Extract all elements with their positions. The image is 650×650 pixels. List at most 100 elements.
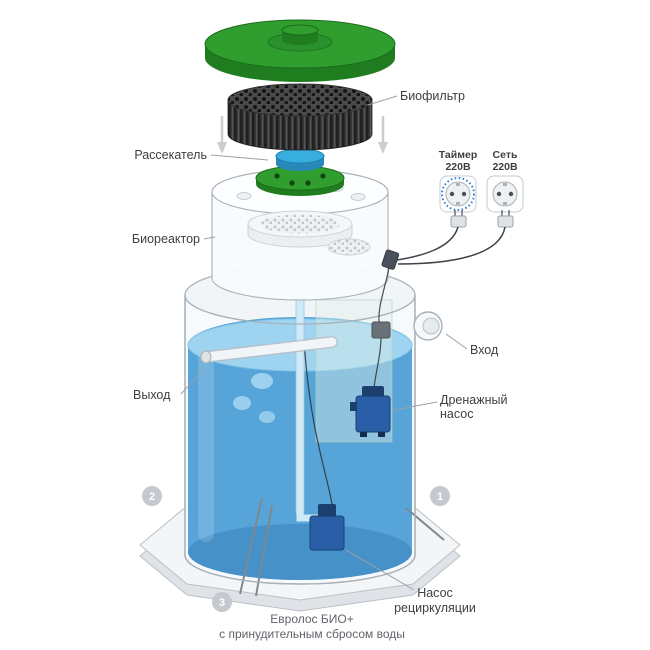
green-disc-side: [256, 178, 344, 196]
biofilter: [227, 83, 373, 151]
plug-body: [497, 215, 514, 228]
mains-socket-icon: [486, 175, 524, 213]
drain-pump-foot: [378, 432, 385, 437]
green-disc-dot: [274, 173, 280, 179]
tank-outline: [184, 295, 416, 585]
recirc-pump-label-line1: Насос: [417, 586, 453, 600]
bubble: [233, 396, 251, 410]
marker-2: 2: [142, 486, 162, 506]
recirc-pump-body: [309, 515, 345, 551]
plug-body: [450, 215, 467, 228]
leader-drain-pump: [393, 401, 438, 411]
power-cord: [396, 226, 459, 261]
outlet-pipe: [200, 336, 338, 364]
junction-box: [381, 249, 400, 270]
marker-2-circle: [142, 486, 162, 506]
drain-pump-cable: [373, 337, 382, 389]
bioreactor-hole: [236, 192, 252, 200]
bubble: [251, 373, 273, 389]
inner-cylinder-perforation: [260, 214, 340, 234]
arrow-head: [217, 142, 227, 154]
caption-line2: с принудительным сбросом воды: [219, 627, 405, 641]
mains-socket-pinhole: [496, 191, 502, 197]
water-highlight: [198, 352, 214, 542]
assembly-arrow-right: [378, 116, 388, 154]
recirc-pump: [303, 339, 345, 551]
timer-socket-pinhole: [461, 191, 467, 197]
outlet-pipe-body: [201, 337, 337, 362]
bioreactor-hole: [350, 193, 366, 201]
timer-socket-well: [445, 181, 471, 207]
mains-socket-clip: [503, 202, 507, 205]
blue-disc-top: [275, 148, 325, 164]
marker-3: 3: [212, 592, 232, 612]
anchor-strap: [405, 507, 445, 541]
caption-line1: Евролос БИО+: [270, 612, 353, 626]
honeycomb-media: [327, 238, 371, 256]
mains-label-line2: 220В: [492, 161, 518, 173]
inlet-label: Вход: [470, 343, 499, 357]
recirc-pump-label-line2: рециркуляции: [394, 601, 476, 615]
outlet-pipe-end: [200, 350, 212, 364]
biofilter-top: [227, 83, 373, 117]
lid: [204, 19, 396, 82]
drain-pump-cap: [362, 386, 384, 398]
leader-bioreactor: [203, 236, 216, 240]
leader-recirc-pump: [345, 549, 415, 591]
outlet-label: Выход: [133, 388, 171, 402]
drain-pump-label-line1: Дренажный: [440, 393, 507, 407]
marker-3-number: 3: [219, 597, 225, 609]
mains-socket-pinhole: [508, 191, 514, 197]
mains-socket-well: [492, 181, 518, 207]
green-disc-dot: [320, 173, 326, 179]
bubble: [259, 411, 275, 423]
drain-pump: [350, 321, 391, 437]
assembly-arrow-left: [217, 116, 227, 154]
leader-diffuser: [210, 154, 269, 161]
timer-socket-clip: [456, 202, 460, 205]
recirc-pump-cable: [303, 339, 333, 505]
leader-outlet: [180, 368, 205, 395]
timer-socket-pinhole: [449, 191, 455, 197]
diffuser-label: Рассекатель: [134, 148, 207, 162]
diffuser: [255, 148, 345, 196]
arrow-head: [378, 142, 388, 154]
marker-1: 1: [430, 486, 450, 506]
leader-biofilter: [367, 95, 398, 106]
main-tank: [184, 231, 445, 597]
water-bottom-shade: [188, 524, 412, 580]
green-disc-dot: [305, 180, 311, 186]
timer-socket-clip: [456, 183, 460, 186]
lid-knob-top: [281, 24, 319, 36]
leader-inlet: [445, 333, 468, 350]
mains-plug: [397, 210, 514, 265]
marker-2-number: 2: [149, 491, 155, 503]
drain-pump-label-line2: насос: [440, 407, 473, 421]
drain-pump-body: [355, 395, 391, 433]
inlet-pipe-inner: [422, 317, 440, 335]
inlet-pipe: [413, 311, 443, 341]
recirc-pump-cap: [318, 504, 336, 518]
timer-socket-ring: [441, 177, 475, 211]
drain-pump-control-box: [371, 321, 391, 339]
biofilter-label: Биофильтр: [400, 89, 465, 103]
drain-pump-foot: [360, 432, 367, 437]
marker-1-circle: [430, 486, 450, 506]
tank-front-rim: [184, 294, 416, 325]
drain-pump-nozzle: [350, 402, 357, 411]
timer-plug: [396, 210, 467, 261]
mains-label-line1: Сеть: [493, 149, 518, 161]
anchor-strap: [239, 497, 263, 595]
timer-label-line1: Таймер: [439, 149, 477, 161]
lid-knob-side: [282, 30, 318, 45]
marker-1-number: 1: [437, 491, 443, 503]
power-cord: [397, 226, 506, 265]
lid-side: [205, 44, 395, 82]
power-panel: Таймер 220В Сеть 220В: [396, 149, 524, 265]
green-disc-dot: [289, 180, 295, 186]
bioreactor-label: Биореактор: [132, 232, 200, 246]
timer-socket-icon: [439, 175, 477, 213]
anchor-strap: [255, 504, 273, 597]
junction-cable: [378, 267, 390, 323]
